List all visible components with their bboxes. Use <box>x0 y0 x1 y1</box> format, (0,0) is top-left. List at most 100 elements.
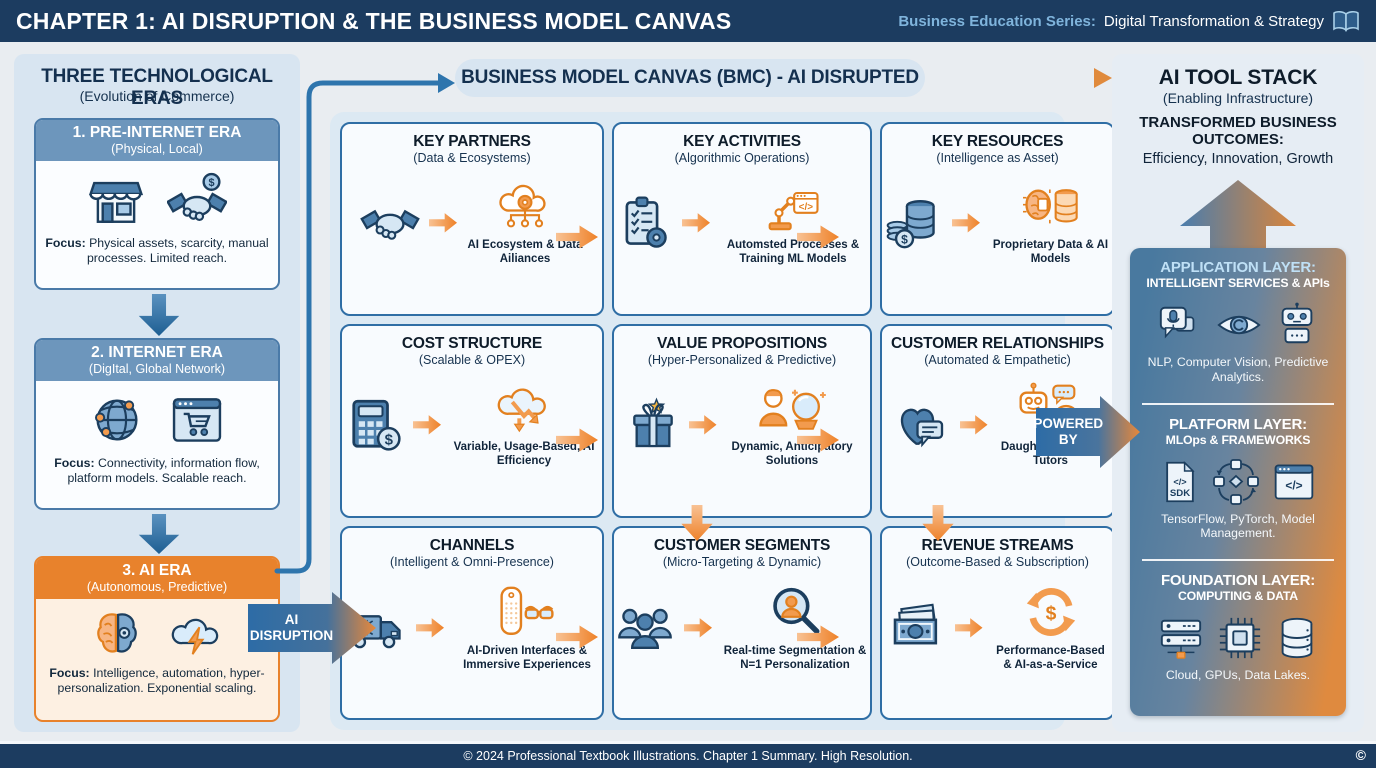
footer-text: © 2024 Professional Textbook Illustratio… <box>463 749 913 763</box>
eras-panel-subtitle: (Evolution of Commerce) <box>79 88 235 104</box>
heart-chat-icon <box>900 408 943 448</box>
right-arrow <box>416 618 444 638</box>
powered-by-arrow: POWERED BY <box>1033 396 1140 468</box>
era-name: 1. PRE-INTERNET ERA <box>72 124 242 141</box>
era-header: 2. INTERNET ERA (DigItal, Global Network… <box>36 340 278 381</box>
bmc-card-cost-structure: COST STRUCTURE (Scalable & OPEX) $ <box>340 324 604 518</box>
card-caption: Real-time Segmentation & N=1 Personaliza… <box>723 645 867 671</box>
powered-by-label: POWERED <box>1033 416 1104 432</box>
down-arrow <box>138 514 180 554</box>
layer-caption: TensorFlow, PyTorch, Model Management. <box>1161 511 1315 541</box>
open-book-icon <box>1333 10 1359 32</box>
checklist-gear-icon <box>625 196 667 248</box>
era-subtitle: (Physical, Local) <box>111 142 203 156</box>
page-title: CHAPTER 1: AI DISRUPTION & THE BUSINESS … <box>16 7 732 34</box>
card-caption: AI-Driven Interfaces & Immersive Experie… <box>463 645 591 671</box>
era-focus-text: Focus: Intelligence, automation, hyper-p… <box>49 666 265 696</box>
computer-vision-eye-icon <box>1217 315 1261 335</box>
ecommerce-cart-icon <box>172 398 222 442</box>
stack-title: AI TOOL STACK <box>1158 66 1318 89</box>
layer-name: APPLICATION LAYER: <box>1160 259 1316 276</box>
card-subtitle: (Intelligence as Asset) <box>936 151 1059 165</box>
globe-network-icon <box>95 399 138 441</box>
bmc-grid: KEY PARTNERS (Data & Ecosystems) <box>340 122 1115 720</box>
header-series: Business Education Series: Digital Trans… <box>898 10 1360 32</box>
era-name: 3. AI ERA <box>122 562 192 579</box>
bmc-container: KEY PARTNERS (Data & Ecosystems) <box>330 112 1115 730</box>
ai-tool-stack-panel: AI TOOL STACK (Enabling Infrastructure) … <box>1112 54 1364 732</box>
copyright-icon: © <box>1355 747 1366 763</box>
customer-group-icon <box>618 608 672 649</box>
cloud-cost-decline-icon <box>497 388 546 433</box>
card-caption: AI Ecosystem & Data Ailiances <box>467 239 583 265</box>
bmc-title: BUSINESS MODEL CANVAS (BMC) - AI DISRUPT… <box>461 67 919 88</box>
smart-speaker-ar-glasses-icon <box>500 586 554 635</box>
card-title: KEY PARTNERS <box>413 133 531 150</box>
bmc-title-pill: BUSINESS MODEL CANVAS (BMC) - AI DISRUPT… <box>455 59 925 97</box>
card-subtitle: (Hyper-Personalized & Predictive) <box>647 353 837 367</box>
ai-cloud-network-icon <box>499 184 546 228</box>
bmc-card-key-partners: KEY PARTNERS (Data & Ecosystems) <box>340 122 604 316</box>
cash-icon <box>893 603 937 645</box>
era-body: Focus: Connectivity, information flow, p… <box>36 381 278 493</box>
card-title: REVENUE STREAMS <box>921 537 1074 554</box>
era-subtitle: (DigItal, Global Network) <box>88 362 226 376</box>
card-subtitle: (Micro-Targeting & Dynamic) <box>662 555 822 569</box>
bmc-card-key-activities: KEY ACTIVITIES (Algorithmic Operations) <box>612 122 872 316</box>
bmc-card-channels: CHANNELS (Intelligent & Omni-Presence) <box>340 526 604 720</box>
layer-subtitle: INTELLIGENT SERVICES & APIs <box>1146 276 1330 290</box>
header-bar: CHAPTER 1: AI DISRUPTION & THE BUSINESS … <box>0 0 1376 42</box>
bmc-card-key-resources: KEY RESOURCES (Intelligence as Asset) $ <box>880 122 1115 316</box>
layer-caption: NLP, Computer Vision, Predictive Analyti… <box>1147 355 1329 384</box>
storefront-icon <box>88 181 144 223</box>
card-title: COST STRUCTURE <box>401 335 543 352</box>
layer-name: PLATFORM LAYER: <box>1169 415 1307 433</box>
right-arrow <box>952 213 980 233</box>
era-header: 3. AI ERA (Autonomous, Predictive) <box>36 558 278 599</box>
handshake-icon <box>360 209 420 240</box>
data-stack-coin-icon: $ <box>886 199 935 249</box>
dollar-cycle-icon: $ <box>1026 588 1075 636</box>
powered-by-label: BY <box>1058 432 1078 447</box>
right-arrow <box>682 213 710 233</box>
database-icon <box>1281 618 1313 659</box>
tool-stack: APPLICATION LAYER: INTELLIGENT SERVICES … <box>1130 248 1346 716</box>
card-subtitle: (Automated & Empathetic) <box>924 353 1071 367</box>
code-window-icon: </> <box>1274 464 1314 500</box>
ai-disruption-arrow: AI DISRUPTION <box>248 592 376 664</box>
person-crystal-ball-icon <box>759 389 826 430</box>
robot-icon <box>1281 302 1313 344</box>
layer-foundation: FOUNDATION LAYER: COMPUTING & DATA <box>1142 559 1334 716</box>
era-focus-text: Focus: Connectivity, information flow, p… <box>54 456 260 486</box>
card-title: CHANNELS <box>429 537 515 554</box>
card-title: CUSTOMER RELATIONSHIPS <box>891 335 1104 352</box>
layer-name: FOUNDATION LAYER: <box>1160 572 1316 590</box>
svg-text:$: $ <box>208 177 214 189</box>
card-caption: Automsted Processes & Training ML Models <box>726 239 860 265</box>
card-subtitle: (Intelligent & Omni-Presence) <box>390 555 554 569</box>
card-title: VALUE PROPOSITIONS <box>656 335 828 352</box>
layer-platform: PLATFORM LAYER: MLOps & FRAMEWORKS </> S… <box>1142 402 1334 560</box>
card-caption: Proprietary Data & AI Models <box>992 239 1109 265</box>
cloud-lightning-icon <box>171 618 219 655</box>
footer-bar: © 2024 Professional Textbook Illustratio… <box>0 741 1376 768</box>
era-card-internet: 2. INTERNET ERA (DigItal, Global Network… <box>34 338 280 510</box>
era-subtitle: (Autonomous, Predictive) <box>86 580 228 594</box>
bmc-card-customer-segments: CUSTOMER SEGMENTS (Micro-Targeting & Dyn… <box>612 526 872 720</box>
eras-panel-title: THREE TECHNOLOGICAL ERAS <box>41 66 273 109</box>
svg-text:</>: </> <box>1285 478 1302 492</box>
svg-text:$: $ <box>1045 603 1056 624</box>
handshake-dollar-icon: $ <box>167 172 227 222</box>
svg-text:SDK: SDK <box>1170 487 1190 498</box>
card-caption: Performance-Based & AI-as-a-Service <box>996 645 1105 671</box>
era-header: 1. PRE-INTERNET ERA (Physical, Local) <box>36 120 278 161</box>
outcomes-title: TRANSFORMED BUSINESS OUTCOMES: <box>1139 114 1337 149</box>
card-title: CUSTOMER SEGMENTS <box>653 537 831 554</box>
svg-text:</>: </> <box>1173 476 1186 486</box>
card-caption: Variable, Usage-Based, AI Efficiency <box>453 441 595 467</box>
card-subtitle: (Outcome-Based & Subscription) <box>906 555 1089 569</box>
gift-star-icon <box>632 397 673 447</box>
card-title: KEY ACTIVITIES <box>683 133 801 150</box>
stack-subtitle: (Enabling Infrastructure) <box>1162 90 1314 106</box>
right-arrow <box>684 618 712 638</box>
